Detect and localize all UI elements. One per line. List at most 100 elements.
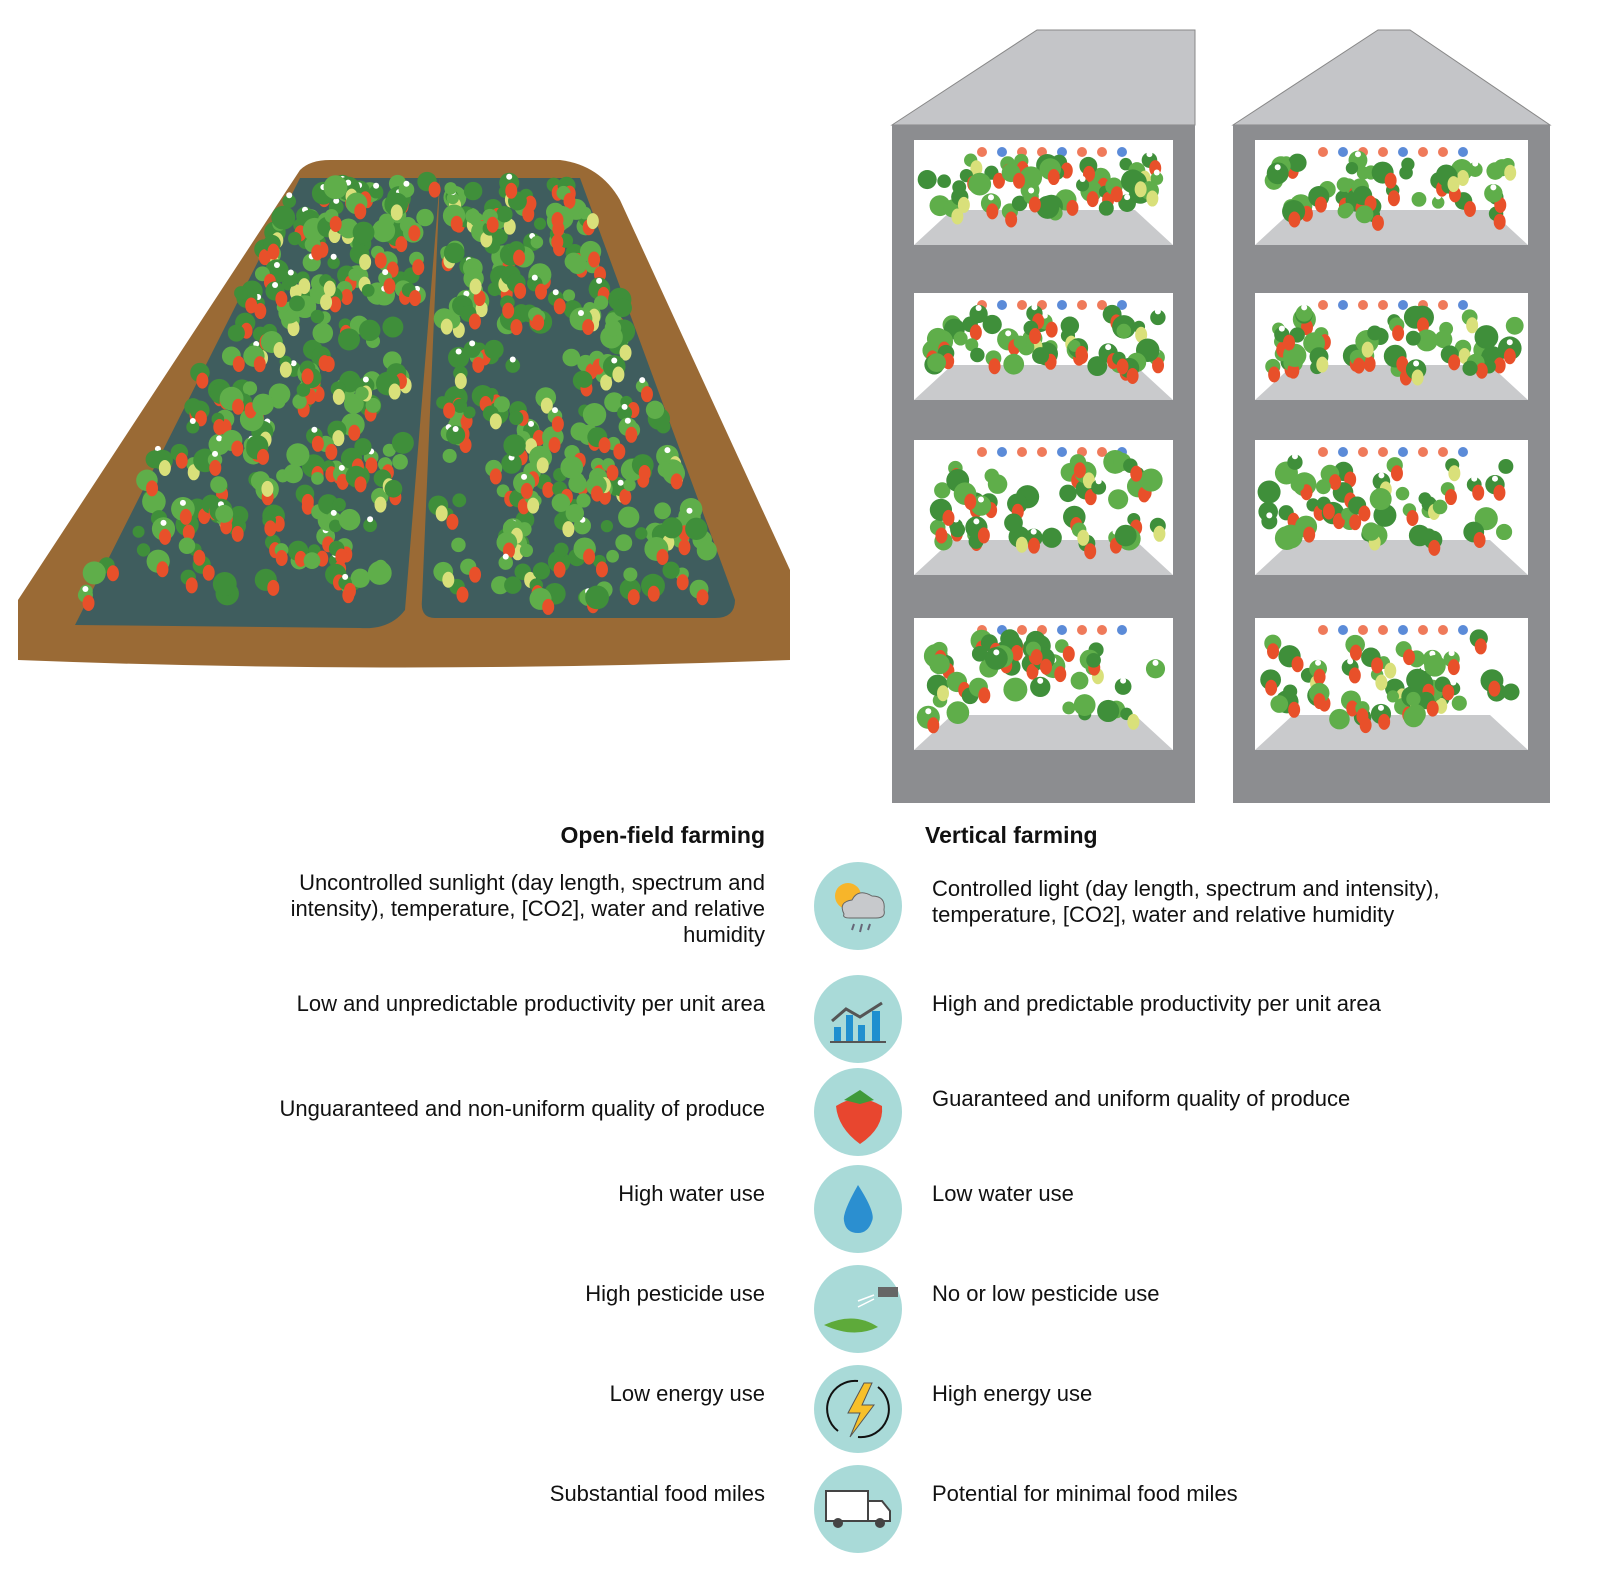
flower <box>521 473 528 480</box>
energy-cycle-icon <box>814 1365 902 1453</box>
shelving-unit <box>890 29 1196 803</box>
strawberry <box>275 549 288 566</box>
open-field-text: Low and unpredictable productivity per u… <box>296 991 765 1016</box>
leaf <box>1467 162 1483 177</box>
led-light <box>1097 447 1107 457</box>
leaf <box>530 235 544 249</box>
leaf <box>1013 335 1028 350</box>
flower <box>82 586 89 593</box>
strawberry <box>553 298 566 315</box>
strawberry <box>1411 369 1424 386</box>
leaf <box>242 381 258 396</box>
leaf <box>1098 200 1114 216</box>
strawberry <box>486 216 499 233</box>
flower <box>1413 360 1420 367</box>
strawberry <box>536 457 549 474</box>
led-light <box>1378 447 1388 457</box>
led-light <box>1097 147 1107 157</box>
leaf <box>635 527 648 540</box>
strawberry <box>613 443 626 460</box>
strawberry <box>670 473 683 490</box>
leaf <box>576 371 593 388</box>
leaf <box>1496 523 1513 541</box>
leaf <box>416 208 434 227</box>
flower <box>367 516 374 523</box>
leaf <box>623 478 636 492</box>
illustrations <box>18 29 1552 803</box>
flower <box>973 518 980 525</box>
leaf <box>968 172 992 196</box>
flower <box>1105 344 1112 351</box>
led-light <box>1318 300 1328 310</box>
led-light <box>1338 300 1348 310</box>
strawberry <box>301 368 314 385</box>
leaf <box>1340 202 1354 217</box>
leaf <box>984 646 1008 670</box>
leaf <box>463 406 476 419</box>
leaf <box>661 517 683 539</box>
leaf <box>645 400 665 419</box>
strawberry <box>503 218 516 235</box>
strawberry <box>1466 317 1479 334</box>
strawberry <box>1313 693 1326 710</box>
leaf <box>504 576 522 594</box>
shelf-floor <box>1255 540 1528 575</box>
strawberry <box>383 278 396 295</box>
open-field-text: Substantial food miles <box>549 1481 765 1506</box>
leaf <box>1150 172 1164 185</box>
strawberry <box>551 212 564 229</box>
led-light <box>1398 625 1408 635</box>
leaf <box>1003 353 1025 375</box>
flower <box>469 340 476 347</box>
strawberry <box>1134 181 1147 198</box>
vertical-farming-text: Controlled light (day length, spectrum a… <box>932 876 1440 927</box>
flower <box>290 360 297 367</box>
pesticide-caterpillar-icon <box>814 1265 902 1353</box>
strawberry <box>957 196 970 213</box>
led-light <box>997 447 1007 457</box>
flower <box>463 290 470 297</box>
flower <box>1266 512 1273 519</box>
led-light <box>1017 447 1027 457</box>
leaf <box>348 268 361 281</box>
leaf <box>210 476 228 494</box>
strawberry <box>412 259 425 276</box>
strawberry <box>159 528 172 545</box>
flower <box>1377 704 1384 711</box>
flower <box>342 573 349 580</box>
flower <box>531 274 538 281</box>
strawberry <box>977 527 990 544</box>
strawberry <box>1152 357 1165 374</box>
flower <box>272 282 279 289</box>
strawberry <box>1288 701 1301 718</box>
strawberry-icon <box>814 1068 902 1156</box>
strawberry <box>279 361 292 378</box>
leaf <box>363 518 377 533</box>
led-light <box>1338 147 1348 157</box>
strawberry <box>275 291 288 308</box>
leaf <box>927 353 947 373</box>
leaf <box>565 504 584 523</box>
leaf <box>685 517 708 540</box>
leaf <box>568 474 587 494</box>
strawberry <box>520 482 533 499</box>
strawberry <box>1028 196 1041 213</box>
leaf <box>282 270 300 287</box>
strawberry <box>1406 509 1419 526</box>
strawberry <box>1005 211 1018 228</box>
flower <box>1378 472 1385 479</box>
strawberry <box>583 548 596 565</box>
leaf <box>296 383 311 397</box>
strawberry <box>563 192 576 209</box>
strawberry <box>1027 537 1040 554</box>
strawberry <box>1265 679 1278 696</box>
strawberry <box>505 182 518 199</box>
strawberry <box>1426 700 1439 717</box>
leaf <box>310 309 325 324</box>
led-light <box>1117 147 1127 157</box>
strawberry <box>1054 666 1067 683</box>
strawberry <box>1267 643 1280 660</box>
open-field-text: Uncontrolled sunlight (day length, spect… <box>290 870 765 947</box>
leaf <box>447 346 470 369</box>
leaf <box>142 489 166 514</box>
